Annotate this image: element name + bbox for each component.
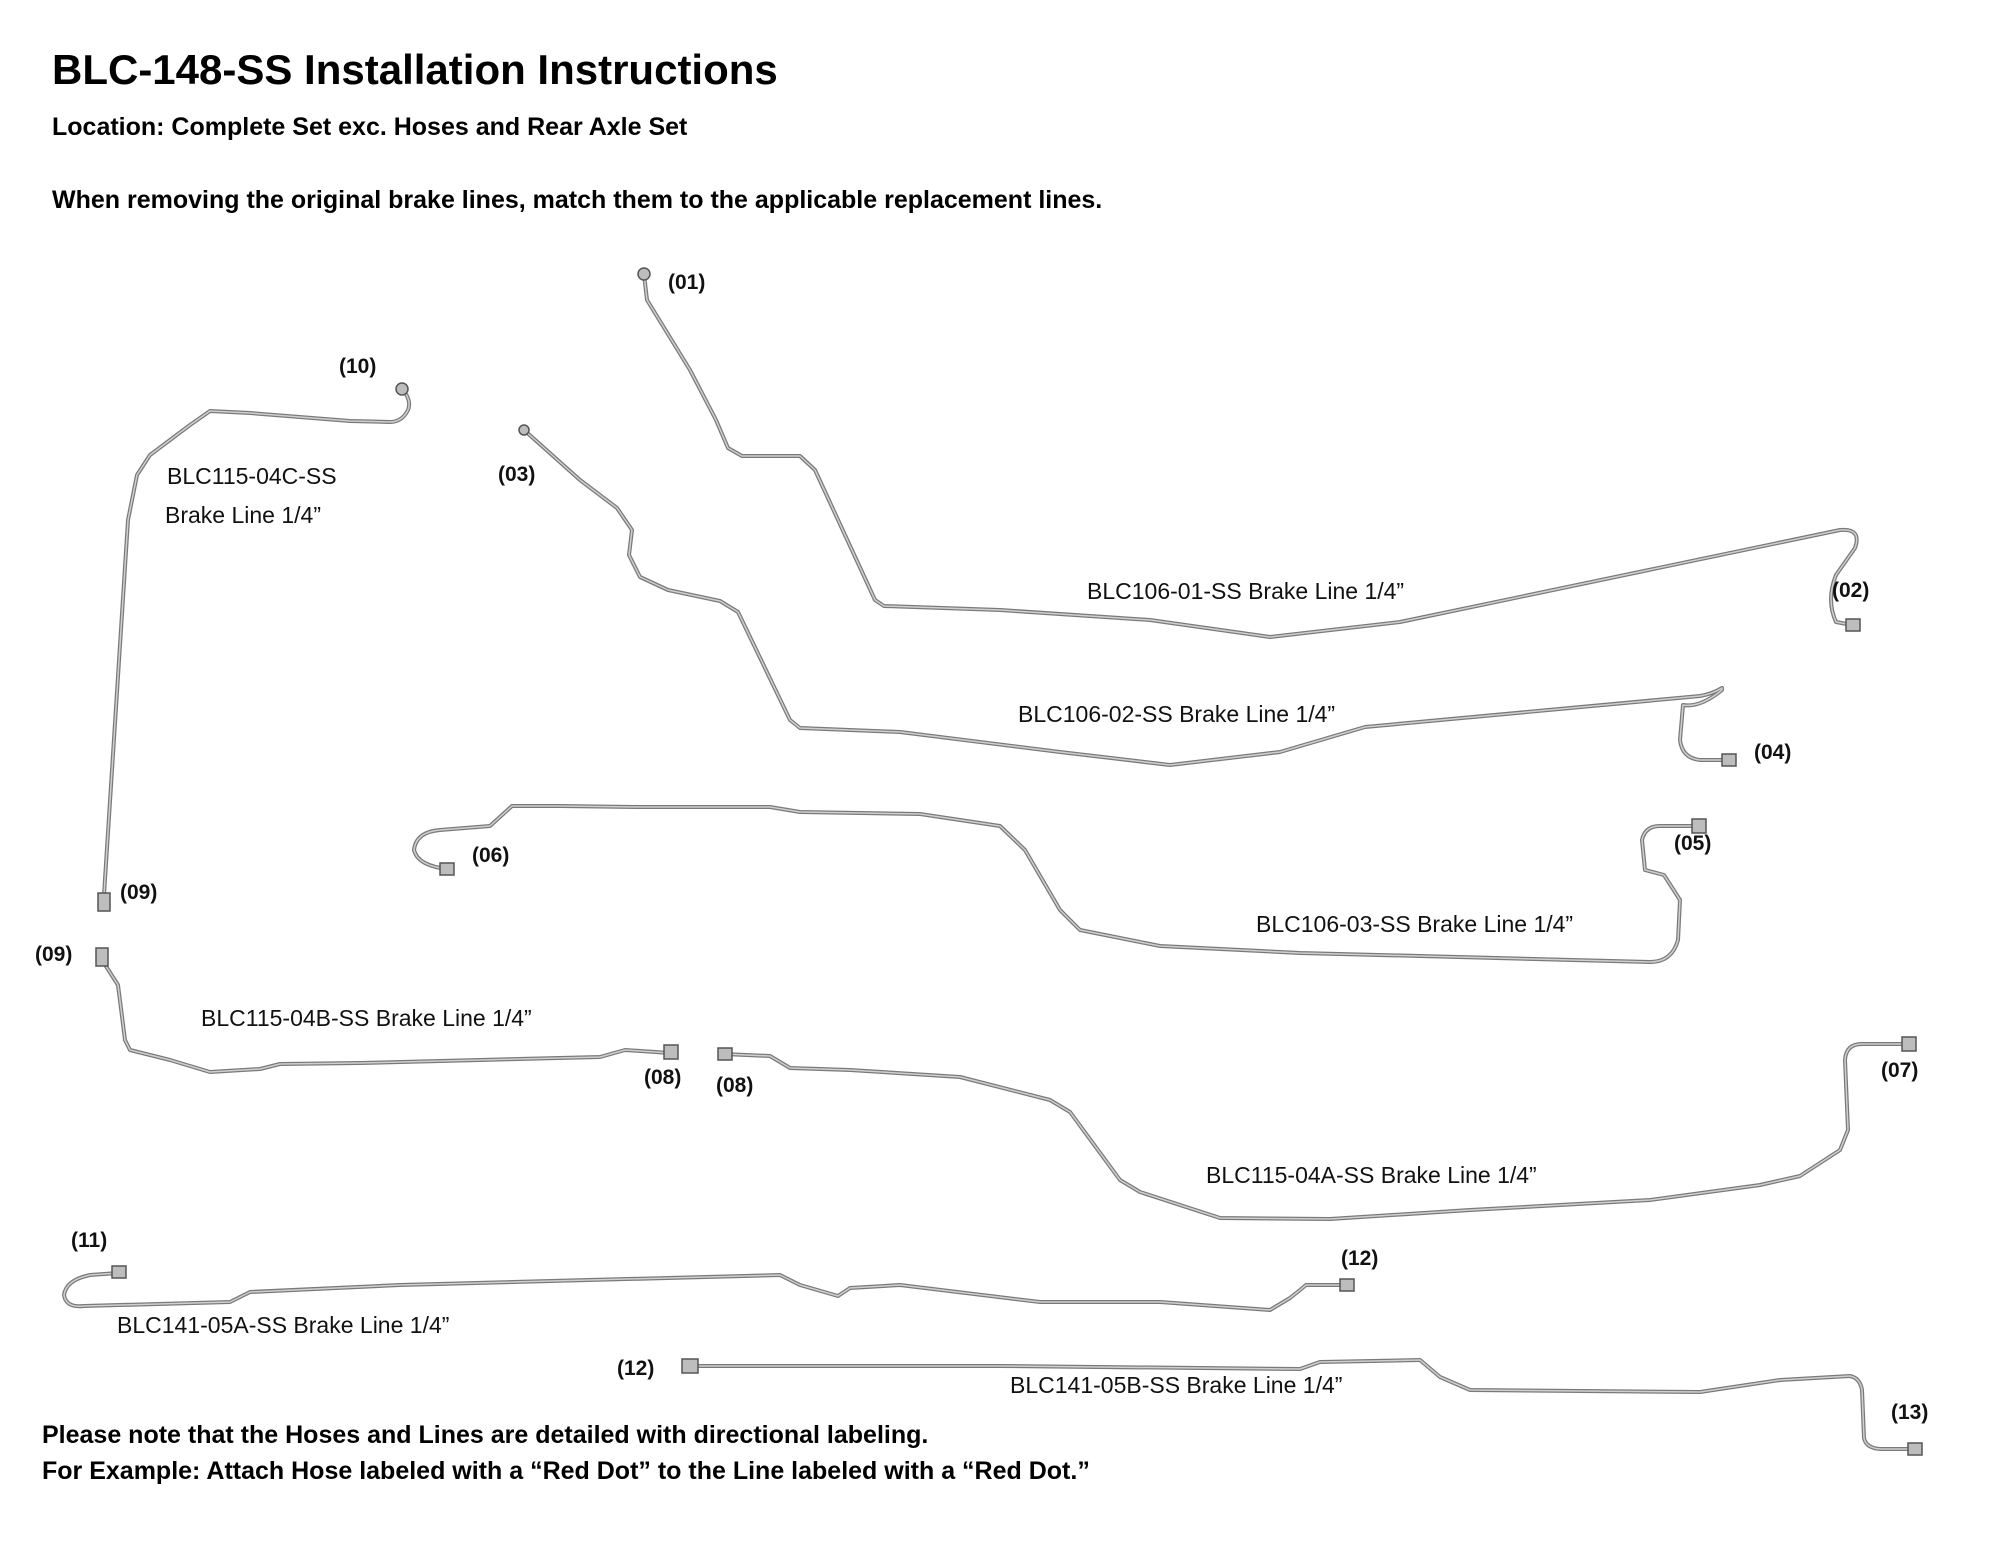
- fitting-08-left: [663, 1044, 679, 1060]
- port-label-13: (13): [1891, 1401, 1928, 1424]
- label-blc141-05a: BLC141-05A-SS Brake Line 1/4”: [117, 1312, 449, 1338]
- fitting-12-bottom: [681, 1358, 699, 1374]
- fitting-13: [1907, 1442, 1923, 1456]
- port-label-01: (01): [668, 271, 705, 294]
- fitting-06: [439, 862, 455, 876]
- fitting-03: [518, 424, 530, 436]
- port-label-07: (07): [1881, 1059, 1918, 1082]
- port-label-03: (03): [498, 463, 535, 486]
- port-label-09-bottom: (09): [35, 943, 72, 966]
- fitting-05: [1691, 818, 1707, 834]
- label-blc115-04c-line1: BLC115-04C-SS: [167, 463, 337, 489]
- label-blc115-04a: BLC115-04A-SS Brake Line 1/4”: [1206, 1162, 1537, 1188]
- label-blc141-05b: BLC141-05B-SS Brake Line 1/4”: [1010, 1372, 1342, 1398]
- port-label-12-bottom: (12): [617, 1357, 654, 1380]
- fitting-07: [1901, 1036, 1917, 1052]
- label-blc115-04c-line2: Brake Line 1/4”: [165, 502, 321, 528]
- fitting-09-top: [97, 892, 111, 912]
- fitting-11: [111, 1265, 127, 1279]
- brake-line-blc115-04b: [95, 947, 679, 1074]
- port-label-10: (10): [339, 355, 376, 378]
- fitting-08-right: [717, 1047, 733, 1061]
- fitting-04: [1721, 753, 1737, 767]
- port-label-12-top: (12): [1341, 1247, 1378, 1270]
- port-label-04: (04): [1754, 741, 1791, 764]
- port-label-05: (05): [1674, 832, 1711, 855]
- fitting-09-bottom: [95, 947, 109, 967]
- fitting-10: [395, 382, 409, 396]
- page-title: BLC-148-SS Installation Instructions: [52, 46, 778, 93]
- port-label-11: (11): [71, 1229, 107, 1252]
- label-blc115-04b: BLC115-04B-SS Brake Line 1/4”: [201, 1005, 532, 1031]
- fitting-12-top: [1339, 1278, 1355, 1292]
- brake-line-blc141-05a: [62, 1265, 1355, 1312]
- location-subtitle: Location: Complete Set exc. Hoses and Re…: [52, 113, 688, 141]
- fitting-02: [1845, 618, 1861, 632]
- port-label-02: (02): [1832, 579, 1869, 602]
- label-blc106-01: BLC106-01-SS Brake Line 1/4”: [1087, 578, 1404, 604]
- port-label-08-left: (08): [644, 1066, 681, 1089]
- label-blc106-02: BLC106-02-SS Brake Line 1/4”: [1018, 701, 1335, 727]
- brake-line-blc141-05b: [681, 1358, 1923, 1456]
- footer-note-2: For Example: Attach Hose labeled with a …: [42, 1457, 1090, 1485]
- brake-line-blc106-03: [412, 804, 1707, 964]
- tube-blc115-04a: [722, 1042, 1910, 1221]
- brake-line-blc115-04a: [717, 1036, 1917, 1221]
- brake-line-blc115-04c: [97, 382, 412, 912]
- port-label-06: (06): [472, 844, 509, 867]
- tube-blc106-03: [412, 804, 1698, 964]
- brake-line-blc106-02: [518, 424, 1737, 767]
- port-label-08-right: (08): [716, 1074, 753, 1097]
- label-blc106-03: BLC106-03-SS Brake Line 1/4”: [1256, 911, 1573, 937]
- port-label-09-top: (09): [120, 881, 157, 904]
- fitting-01: [637, 267, 651, 281]
- instruction-text: When removing the original brake lines, …: [52, 186, 1103, 214]
- brake-line-blc106-01: [637, 267, 1861, 639]
- footer-note-1: Please note that the Hoses and Lines are…: [42, 1421, 929, 1449]
